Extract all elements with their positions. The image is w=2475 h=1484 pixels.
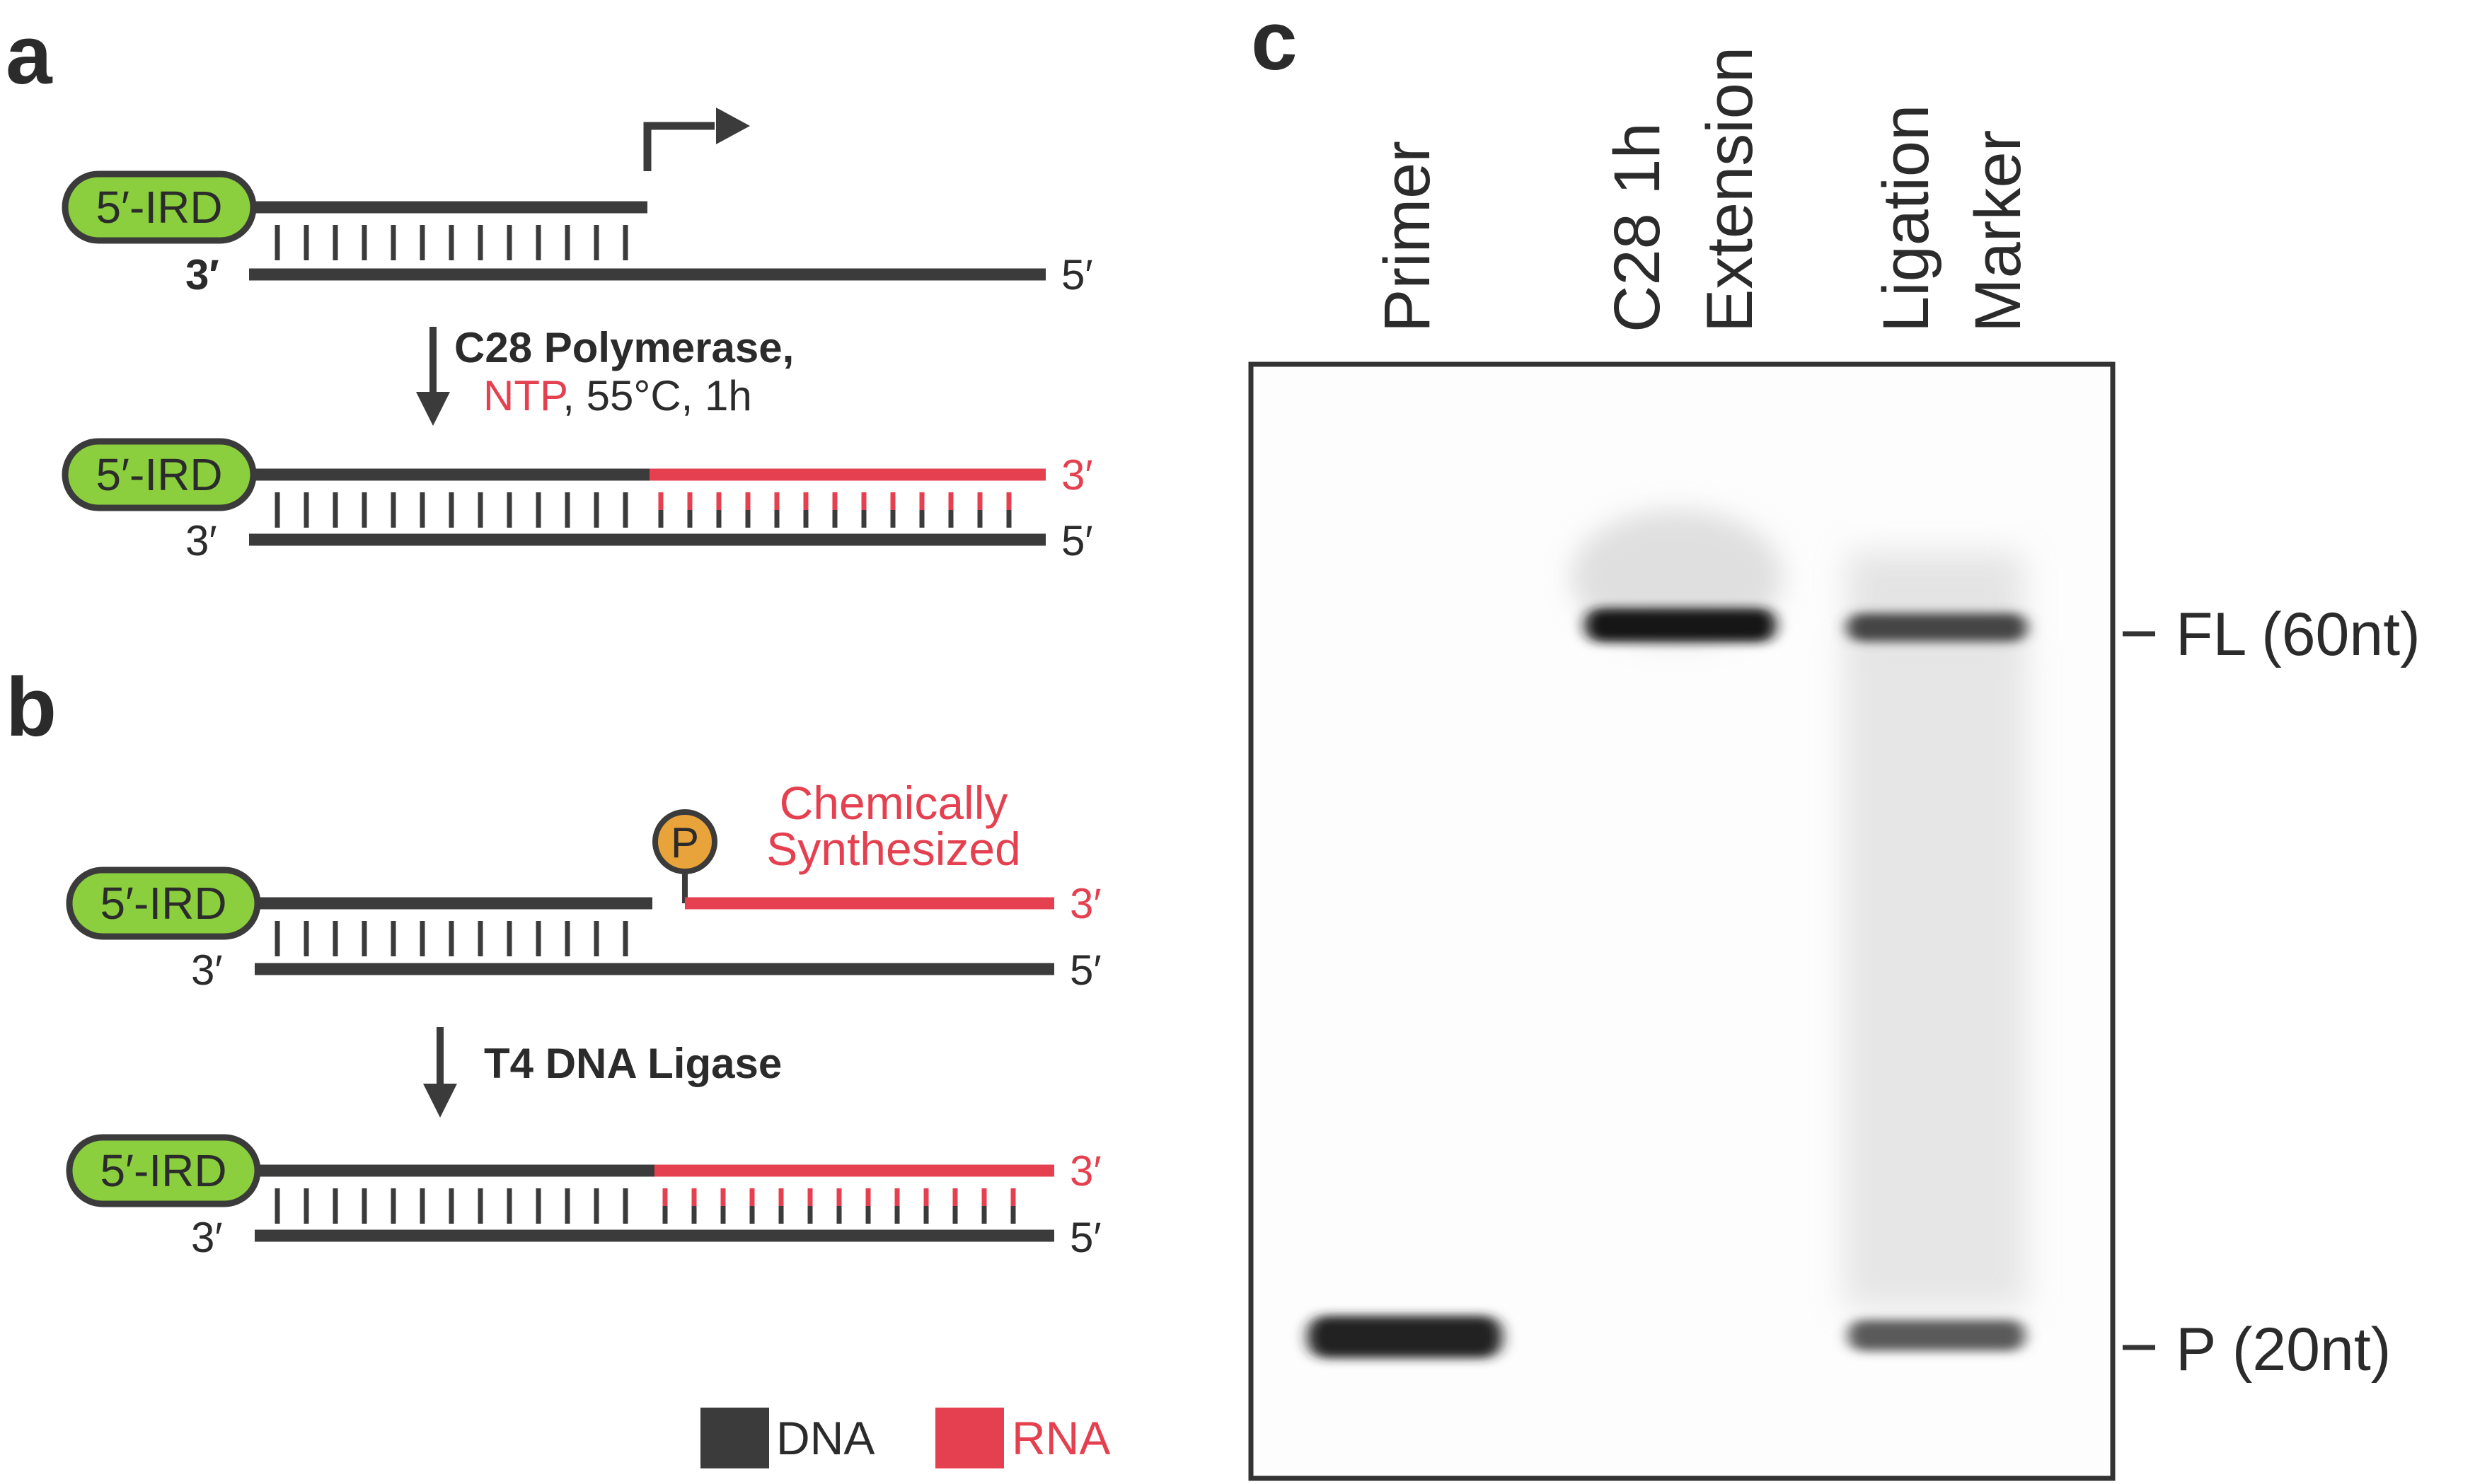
legend-dna-swatch [700,1408,769,1468]
lane-2-label-line2: Extension [1694,47,1766,332]
band-lane3-p [1848,1320,2025,1351]
panel-b: b Chemically Synthesized P 5′-IRD 3′ 3′ … [6,661,1110,1468]
template-3-prime: 3′ [191,1214,223,1261]
rna-base-pair-ticks [658,492,1012,510]
gel-image [1248,361,2116,1481]
base-pair-ticks [275,225,628,260]
ird-dye-capsule [62,438,257,511]
legend-rna-swatch [935,1408,1004,1468]
base-pair-ticks [275,921,628,956]
marker-fl-label: FL (60nt) [2176,601,2421,668]
lane-3-label-line1: Ligation [1870,105,1942,332]
template-3-prime: 3′ [191,946,223,994]
step-arrow-head [423,1084,457,1118]
lane-3-label-line2: Marker [1962,130,2034,332]
band-lane1-p [1308,1316,1502,1358]
rna-caption-line2: Synthesized [766,823,1021,875]
band-lane3-fl [1847,613,2027,642]
panel-a-top-duplex: 5′-IRD 3′ 5′ [62,170,1093,298]
ird-label: 5′-IRD [100,878,226,929]
step-arrow-head [416,392,450,426]
template-5-prime: 5′ [1061,517,1093,564]
marker-p-label: P (20nt) [2176,1316,2391,1384]
base-pair-ticks [275,1188,1016,1224]
legend: DNA RNA [700,1408,1110,1468]
rna-caption-line1: Chemically [780,777,1008,829]
ird-dye-capsule [66,1134,261,1207]
legend-dna-label: DNA [776,1412,875,1464]
rna-3-prime: 3′ [1070,880,1102,927]
product-3-prime: 3′ [1070,1147,1102,1195]
lane-3-smear [1843,644,2027,1309]
ird-label: 5′-IRD [96,182,222,233]
panel-b-label: b [6,661,57,754]
step-a-conditions-line: NTP, 55°C, 1h [483,372,752,419]
ird-label: 5′-IRD [96,449,222,500]
legend-rna-label: RNA [1012,1412,1110,1464]
rna-base-pair-ticks [662,1188,1016,1206]
product-3-prime: 3′ [1061,451,1093,499]
panel-a: a 5′-IRD 3′ 5′ C28 Polymerase, NTP, 55°C… [6,8,1093,564]
template-5-prime: 5′ [1070,1214,1102,1261]
ird-label: 5′-IRD [100,1145,226,1196]
promoter-arrow-head [716,108,750,144]
panel-c: c Primer C28 1h Extension Ligation Marke… [1248,0,2421,1481]
panel-a-bottom-duplex: 5′-IRD 3′ 3′ 5′ [62,438,1093,564]
gel-frame [1248,361,2116,1481]
conditions-text: , 55°C, 1h [562,372,751,419]
phosphate-circle [652,809,717,874]
panel-c-label: c [1251,0,1298,88]
ird-dye-capsule [66,866,261,940]
template-3-prime: 3′ [185,517,217,564]
lane-2-label-line1: C28 1h [1601,122,1673,332]
panel-b-bottom-duplex: 5′-IRD 3′ 3′ 5′ [66,1134,1102,1261]
panel-a-label: a [6,8,53,102]
promoter-arrow [643,122,715,171]
panel-b-top-duplex: P 5′-IRD 3′ 3′ 5′ [66,809,1102,994]
template-5-prime: 5′ [1070,946,1102,994]
template-3-prime: 3′ [185,251,219,298]
ntp-text: NTP [483,372,566,419]
template-5-prime: 5′ [1061,251,1093,298]
band-lane2-fl [1585,608,1776,642]
lane-1-label-line1: Primer [1371,141,1443,332]
step-a-enzyme: C28 Polymerase, [454,324,794,371]
phosphate-label: P [671,819,699,866]
step-b-enzyme: T4 DNA Ligase [484,1040,782,1087]
ird-dye-capsule [62,170,257,244]
base-pair-ticks [275,492,1012,528]
